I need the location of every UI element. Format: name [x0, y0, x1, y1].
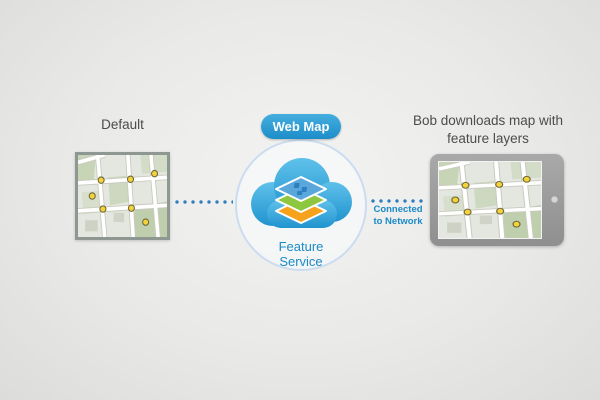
- default-label: Default: [101, 117, 144, 132]
- tablet-screen: [438, 161, 542, 239]
- web-map-badge: Web Map: [261, 114, 341, 139]
- tablet-device: [430, 154, 564, 246]
- default-map-thumbnail: [75, 152, 170, 240]
- dotted-connector-right: [369, 199, 427, 203]
- map-layers-icon: [275, 176, 327, 224]
- street-map-icon: [439, 162, 541, 238]
- street-map-icon: [78, 155, 167, 237]
- dotted-connector-left: [173, 200, 233, 204]
- tablet-camera-dot: [551, 196, 558, 203]
- connected-to-network-label: Connected to Network: [373, 204, 423, 227]
- feature-service-label: Feature Service: [278, 239, 324, 269]
- bob-downloads-caption: Bob downloads map with feature layers: [412, 113, 564, 146]
